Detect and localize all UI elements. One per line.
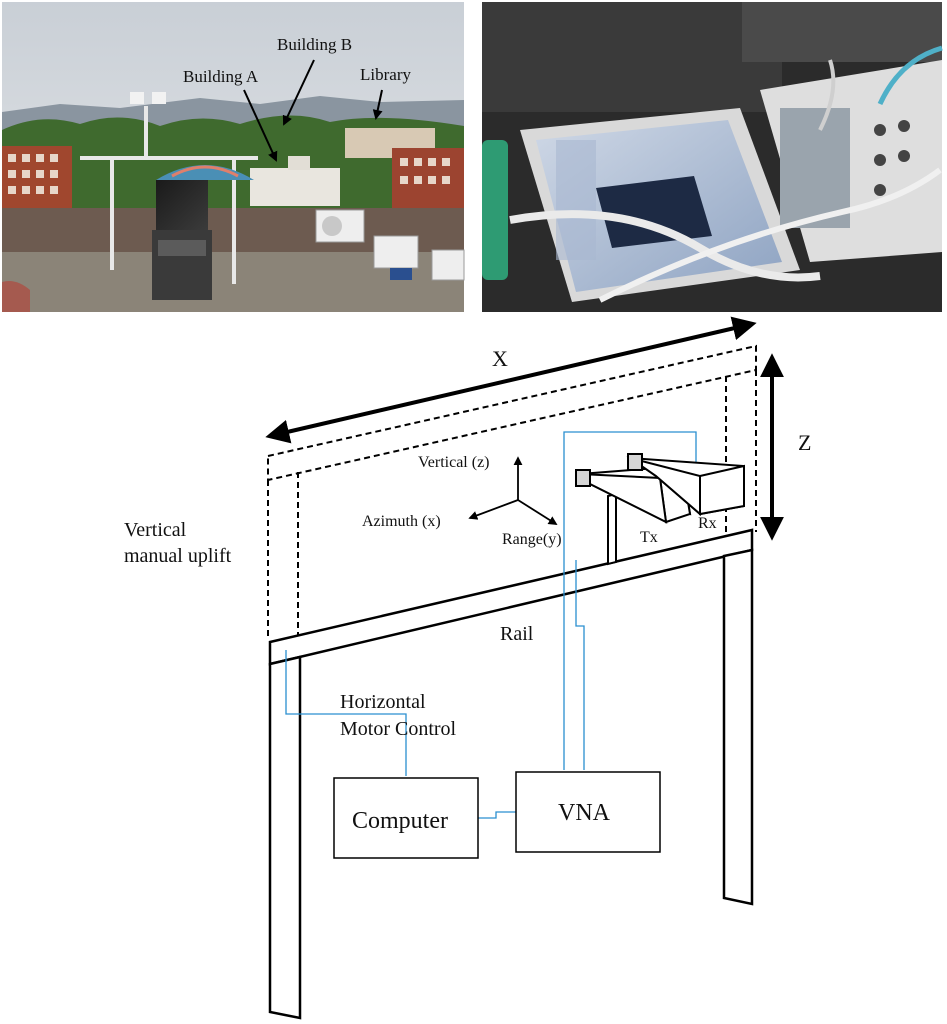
label-library: Library (360, 65, 411, 84)
dimension-z-label: Z (798, 430, 811, 455)
measurement-diagram (265, 316, 784, 1020)
left-leg (268, 655, 302, 1020)
x-dimension-arrow (265, 316, 757, 444)
range-axis-label: Range(y) (502, 531, 562, 548)
arrow-building-a (243, 89, 278, 162)
label-building-b: Building B (277, 35, 352, 54)
label-building-a: Building A (183, 67, 259, 86)
vna-label: VNA (558, 800, 611, 826)
rx-horn-antenna (626, 453, 745, 517)
azimuth-axis-label: Azimuth (x) (362, 513, 441, 530)
computer-box (333, 777, 479, 859)
computer-label: Computer (352, 808, 448, 834)
uplift-label-line2: manual uplift (124, 545, 232, 567)
rail-label: Rail (500, 623, 534, 645)
vertical-axis-label: Vertical (z) (418, 454, 490, 471)
uplift-frame-dashed (267, 344, 757, 640)
coordinate-axes (468, 456, 558, 525)
uplift-label-line1: Vertical (124, 519, 187, 541)
rx-label: Rx (698, 515, 717, 532)
antenna-post (607, 492, 617, 566)
rooftop-photo: Building A Building B Library (2, 2, 465, 312)
dimension-x-label: X (492, 346, 508, 371)
arrow-building-b (282, 59, 315, 126)
cable-lines (285, 431, 697, 819)
motor-label-line1: Horizontal (340, 691, 426, 713)
instrument-photo (482, 2, 943, 312)
vna-box (515, 771, 661, 853)
right-leg (722, 548, 754, 906)
arrow-library (372, 89, 383, 120)
motor-label-line2: Motor Control (340, 718, 457, 740)
tx-label: Tx (640, 529, 658, 546)
